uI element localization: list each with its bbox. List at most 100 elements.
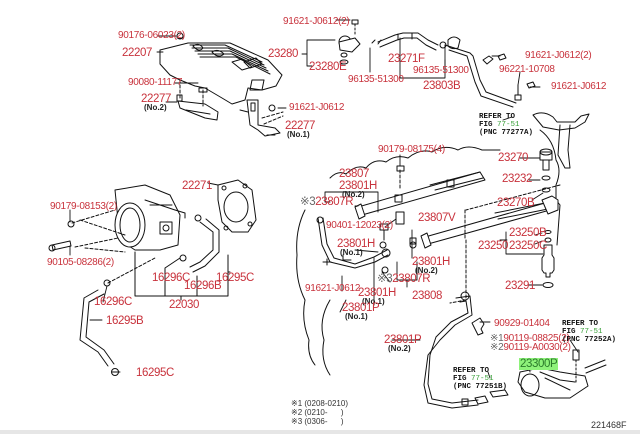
label-23801h-no1-b[interactable]: 23801H bbox=[358, 287, 396, 299]
gasket-drawing bbox=[207, 179, 257, 233]
label-96221-10708[interactable]: 96221-10708 bbox=[499, 64, 555, 75]
label-16295c-b[interactable]: 16295C bbox=[136, 367, 174, 379]
refer-text: REFER TO bbox=[453, 367, 490, 375]
label-23801p-no2[interactable]: 23801P bbox=[384, 334, 422, 346]
label-23271f[interactable]: 23271F bbox=[388, 53, 425, 65]
label-16295c-a[interactable]: 16295C bbox=[216, 272, 254, 284]
pressure-regulator-drawing bbox=[539, 148, 553, 193]
label-23807r-b[interactable]: ※323807R bbox=[377, 273, 431, 285]
label-23280e[interactable]: 23280E bbox=[309, 61, 347, 73]
fig-link[interactable]: 77-51 bbox=[471, 375, 494, 383]
label-23801h-no1-a-sub: (No.1) bbox=[340, 248, 363, 257]
variant-mark: ※2 bbox=[490, 342, 504, 353]
label-23801p-no2-sub: (No.2) bbox=[388, 344, 411, 353]
label-22271[interactable]: 22271 bbox=[182, 180, 212, 192]
label-91621-j0612-2-top[interactable]: 91621-J0612(2) bbox=[283, 16, 350, 27]
label-90179-08153[interactable]: 90179-08153(2) bbox=[50, 201, 117, 212]
hose-16295b-drawing bbox=[79, 279, 119, 376]
refer-block-77277a[interactable]: REFER TO FIG 77-51 (PNC 77277A) bbox=[479, 113, 533, 137]
pipe-upper-right-drawing bbox=[444, 44, 590, 169]
label-23801h-no1-a[interactable]: 23801H bbox=[337, 238, 375, 250]
hose-16296b-drawing bbox=[179, 214, 220, 273]
label-23801h-no2-a[interactable]: 23801H bbox=[339, 180, 377, 192]
label-22277-no2[interactable]: 22277 bbox=[141, 93, 171, 105]
label-96135-51300-a[interactable]: 96135-51300 bbox=[348, 74, 404, 85]
label-16296c-b[interactable]: 16296C bbox=[94, 296, 132, 308]
label-23801h-no1-b-sub: (No.1) bbox=[362, 297, 385, 306]
label-23807v[interactable]: 23807V bbox=[418, 212, 456, 224]
injector-drawing bbox=[541, 230, 555, 288]
label-16296c-a[interactable]: 16296C bbox=[152, 272, 190, 284]
refer-text: REFER TO bbox=[562, 320, 599, 328]
label-96135-51300-b[interactable]: 96135-51300 bbox=[413, 65, 469, 76]
label-22030[interactable]: 22030 bbox=[169, 299, 199, 311]
label-23801h-no2-a-sub: (No.2) bbox=[342, 190, 365, 199]
label-23232[interactable]: 23232 bbox=[502, 173, 532, 185]
label-90080-11177[interactable]: 90080-11177 bbox=[128, 77, 183, 88]
label-23270b[interactable]: 23270B bbox=[497, 197, 535, 209]
legend-note-3: ※3 (0306- ) bbox=[291, 417, 344, 426]
label-23250[interactable]: 23250 bbox=[478, 240, 508, 252]
label-90119-a0030[interactable]: ※290119-A0030(2) bbox=[490, 343, 571, 353]
label-23808[interactable]: 23808 bbox=[412, 290, 442, 302]
label-90105-08286[interactable]: 90105-08286(2) bbox=[47, 257, 114, 268]
label-90119-08825[interactable]: ※190119-08825(2) bbox=[490, 334, 570, 344]
label-23803b[interactable]: 23803B bbox=[423, 80, 461, 92]
label-23801p-no1-sub: (No.1) bbox=[345, 312, 368, 321]
engine-outline-drawing bbox=[296, 129, 561, 376]
label-91621-j0612-mid[interactable]: 91621-J0612 bbox=[289, 102, 345, 113]
pnc-text: (PNC 77251B) bbox=[453, 383, 508, 391]
part-number: 90119-A0030(2) bbox=[503, 342, 571, 353]
leader-lines bbox=[69, 19, 579, 379]
label-23250b[interactable]: 23250B bbox=[509, 227, 547, 239]
bracket-no2-drawing bbox=[176, 79, 219, 121]
label-90179-08175[interactable]: 90179-08175(4) bbox=[378, 144, 445, 155]
label-23250c[interactable]: 23250C bbox=[509, 240, 547, 252]
legend-note-1: ※1 (0208-0210) bbox=[291, 399, 348, 408]
label-16296b[interactable]: 16296B bbox=[184, 280, 222, 292]
label-22277-no1-sub: (No.1) bbox=[287, 130, 310, 139]
refer-block-77251b[interactable]: REFER TO FIG 77-51 (PNC 77251B) bbox=[453, 367, 507, 391]
variant-mark: ※3 bbox=[300, 196, 316, 208]
fig-prefix: FIG bbox=[479, 121, 493, 129]
label-23807r-a[interactable]: ※323807R bbox=[300, 196, 354, 208]
label-23801p-no1[interactable]: 23801P bbox=[342, 302, 380, 314]
highlighted-part-number: 23300P bbox=[519, 358, 559, 370]
bracket-no1-drawing bbox=[239, 99, 284, 137]
label-23291[interactable]: 23291 bbox=[505, 280, 535, 292]
fig-link[interactable]: 77-51 bbox=[580, 328, 603, 336]
figure-number: 221468F bbox=[591, 420, 627, 430]
fuel-pipe-no2-drawing bbox=[423, 291, 485, 409]
label-23300p[interactable]: 23300P bbox=[519, 358, 559, 370]
pnc-text: (PNC 77277A) bbox=[479, 129, 534, 137]
variant-mark: ※3 bbox=[377, 273, 393, 285]
vacuum-pump-drawing bbox=[474, 349, 607, 405]
label-22207[interactable]: 22207 bbox=[122, 47, 152, 59]
fig-prefix: FIG bbox=[562, 328, 576, 336]
part-number: 90119-08825(2) bbox=[503, 333, 570, 344]
label-23280[interactable]: 23280 bbox=[268, 48, 298, 60]
refer-text: REFER TO bbox=[479, 113, 516, 121]
part-number: 90929-01404 bbox=[494, 318, 550, 329]
label-23807[interactable]: 23807 bbox=[339, 168, 369, 180]
part-number: 23807R bbox=[315, 196, 354, 208]
pnc-text: (PNC 77252A) bbox=[562, 336, 617, 344]
label-91621-j0612-right[interactable]: 91621-J0612 bbox=[551, 81, 607, 92]
refer-block-77252a[interactable]: REFER TO FIG 77-51 (PNC 77252A) bbox=[562, 320, 616, 344]
label-16295b[interactable]: 16295B bbox=[106, 315, 144, 327]
part-number: 23807R bbox=[392, 273, 431, 285]
engine-cover-drawing bbox=[159, 32, 283, 105]
label-23801h-no2-b[interactable]: 23801H bbox=[412, 256, 450, 268]
label-22277-no1[interactable]: 22277 bbox=[285, 120, 315, 132]
label-23270[interactable]: 23270 bbox=[498, 152, 528, 164]
fig-prefix: FIG bbox=[453, 375, 467, 383]
label-91621-j0612-low[interactable]: 91621-J0612 bbox=[305, 283, 361, 294]
fuel-pipe-no1-drawing bbox=[316, 216, 417, 274]
label-90929-01404[interactable]: 90929-01404 bbox=[494, 319, 550, 329]
label-90401-12023[interactable]: 90401-12023(2) bbox=[326, 220, 393, 231]
label-91621-j0612-2-right[interactable]: 91621-J0612(2) bbox=[525, 50, 592, 61]
fig-link[interactable]: 77-51 bbox=[497, 121, 520, 129]
label-90176-06023[interactable]: 90176-06023(2) bbox=[118, 30, 185, 41]
label-22277-no2-sub: (No.2) bbox=[144, 103, 167, 112]
